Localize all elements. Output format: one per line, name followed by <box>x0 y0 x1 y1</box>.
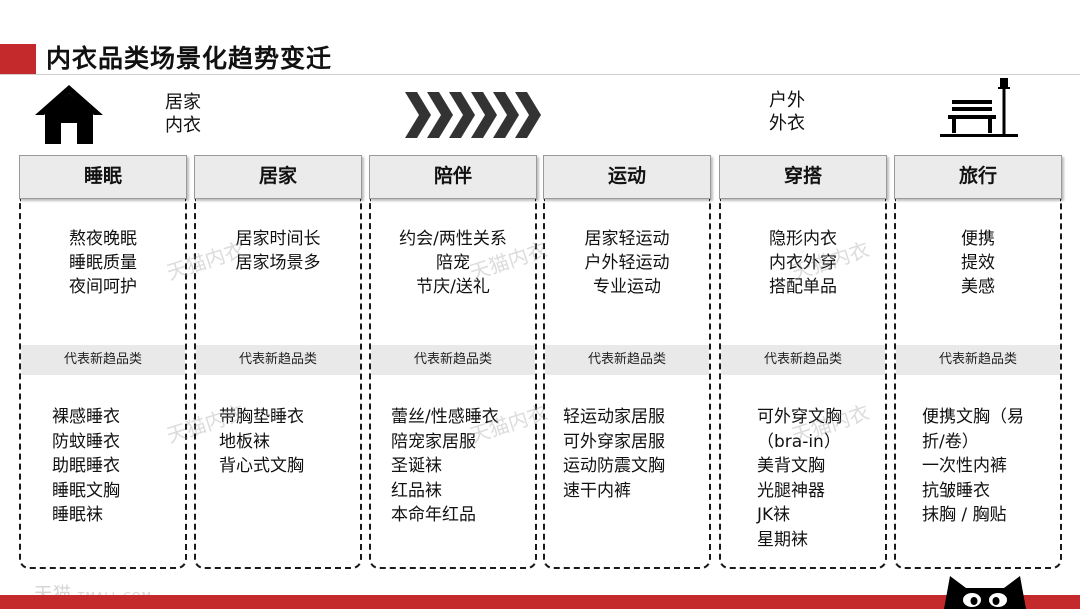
column-sports: 运动 居家轻运动 户外轻运动 专业运动 代表新趋品类 轻运动家居服 可外穿家居服… <box>543 155 711 570</box>
product-list: 蕾丝/性感睡衣 陪宠家居服 圣诞袜 红品袜 本命年红品 <box>391 407 499 525</box>
feature-list: 居家轻运动 户外轻运动 专业运动 <box>584 229 670 297</box>
title-accent <box>0 44 36 74</box>
column-body <box>194 199 362 569</box>
column-sleep: 睡眠 熬夜晚眠 睡眠质量 夜间呵护 代表新趋品类 裸感睡衣 防蚊睡衣 助眠睡衣 … <box>19 155 187 570</box>
column-title: 旅行 <box>894 155 1062 199</box>
trend-category-band: 代表新趋品类 <box>196 345 360 375</box>
column-body <box>719 199 887 569</box>
product-list: 可外穿文胸 （bra-in） 美背文胸 光腿神器 JK袜 星期袜 <box>757 407 842 550</box>
column-body <box>19 199 187 569</box>
title-rule <box>0 44 1080 75</box>
column-body <box>543 199 711 569</box>
feature-list: 约会/两性关系 陪宠 节庆/送礼 <box>399 229 507 297</box>
product-list: 轻运动家居服 可外穿家居服 运动防震文胸 速干内裤 <box>563 407 665 501</box>
trend-category-band: 代表新趋品类 <box>896 345 1060 375</box>
chevron-arrows-icon <box>405 92 541 138</box>
tmall-cat-logo-icon <box>944 576 1026 609</box>
column-body <box>369 199 537 569</box>
bottom-accent-bar <box>0 595 1080 609</box>
trend-category-band: 代表新趋品类 <box>21 345 185 375</box>
trend-category-band: 代表新趋品类 <box>371 345 535 375</box>
column-title: 居家 <box>194 155 362 199</box>
product-list: 裸感睡衣 防蚊睡衣 助眠睡衣 睡眠文胸 睡眠袜 <box>52 407 120 525</box>
column-title: 穿搭 <box>719 155 887 199</box>
page-title: 内衣品类场景化趋势变迁 <box>46 44 333 73</box>
column-title: 陪伴 <box>369 155 537 199</box>
feature-list: 熬夜晚眠 睡眠质量 夜间呵护 <box>69 229 137 297</box>
product-list: 便携文胸（易 折/卷） 一次性内裤 抗皱睡衣 抹胸 / 胸贴 <box>922 407 1024 525</box>
house-icon <box>35 85 103 144</box>
home-underwear-label: 居家 内衣 <box>165 92 201 136</box>
column-companionship: 陪伴 约会/两性关系 陪宠 节庆/送礼 代表新趋品类 蕾丝/性感睡衣 陪宠家居服… <box>369 155 537 570</box>
column-title: 睡眠 <box>19 155 187 199</box>
column-home: 居家 居家时间长 居家场景多 代表新趋品类 带胸垫睡衣 地板袜 背心式文胸 <box>194 155 362 570</box>
outdoor-outerwear-label: 户外 外衣 <box>769 90 805 134</box>
column-outfit: 穿搭 隐形内衣 内衣外穿 搭配单品 代表新趋品类 可外穿文胸 （bra-in） … <box>719 155 887 570</box>
feature-list: 隐形内衣 内衣外穿 搭配单品 <box>769 229 837 297</box>
column-title: 运动 <box>543 155 711 199</box>
product-list: 带胸垫睡衣 地板袜 背心式文胸 <box>219 407 304 476</box>
column-body <box>894 199 1062 569</box>
feature-list: 便携 提效 美感 <box>961 229 995 297</box>
column-travel: 旅行 便携 提效 美感 代表新趋品类 便携文胸（易 折/卷） 一次性内裤 抗皱睡… <box>894 155 1062 570</box>
trend-category-band: 代表新趋品类 <box>545 345 709 375</box>
feature-list: 居家时间长 居家场景多 <box>235 229 321 273</box>
trend-category-band: 代表新趋品类 <box>721 345 885 375</box>
park-bench-icon <box>940 78 1018 137</box>
